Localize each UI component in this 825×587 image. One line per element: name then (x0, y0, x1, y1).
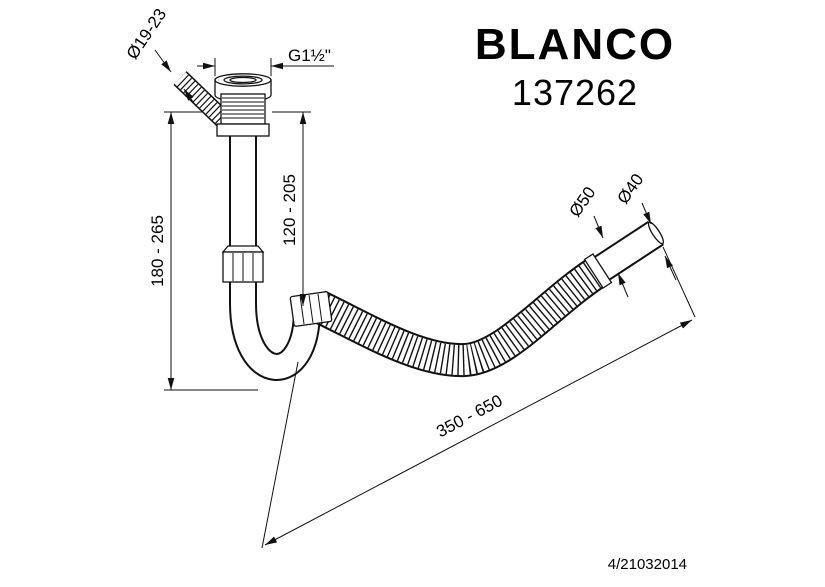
hose-diameter-label: Ø50 (565, 183, 599, 220)
dim-barb-diameter: Ø19-23 (123, 5, 197, 107)
thread-size-label: G1½" (288, 46, 331, 65)
product-code: 137262 (511, 72, 639, 113)
union-nut (221, 245, 265, 283)
outlet-diameter-label: Ø40 (613, 170, 647, 207)
revision-number: 4/21032014 (607, 556, 687, 573)
total-height-label: 180 - 265 (148, 215, 167, 287)
outlet-pipe (583, 220, 665, 289)
dim-trap-height: 120 - 205 (272, 111, 311, 306)
corrugated-hose (310, 257, 607, 378)
inlet-coupling (214, 73, 272, 137)
brand-logo: BLANCO (474, 20, 676, 69)
title-block: BLANCO 137262 (430, 20, 720, 114)
dim-thread-size: G1½" (197, 46, 334, 76)
barb-diameter-label: Ø19-23 (123, 5, 170, 63)
trap-height-label: 120 - 205 (280, 174, 299, 246)
elbow-nut (289, 291, 333, 327)
dim-total-height: 180 - 265 (148, 111, 258, 391)
hose-length-label: 350 - 650 (433, 391, 505, 441)
thread-lines (222, 97, 264, 119)
